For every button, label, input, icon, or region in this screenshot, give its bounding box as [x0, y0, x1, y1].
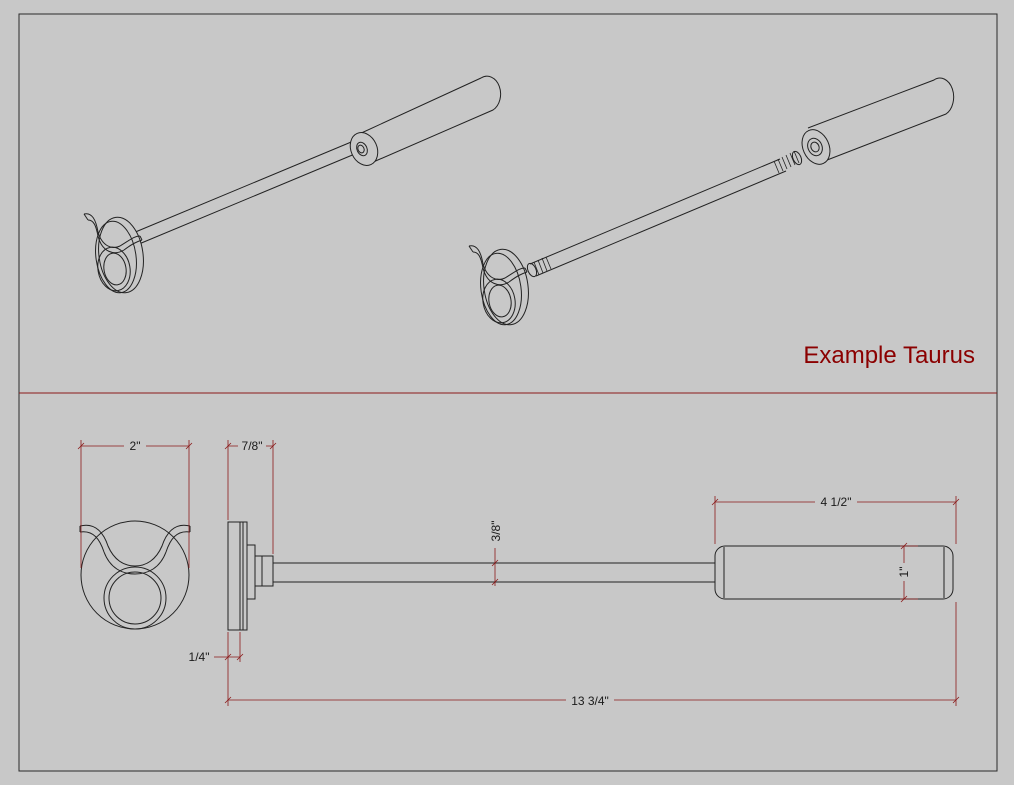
dim-overall-length: 13 3/4": [571, 694, 609, 708]
iso-exploded-brand: [468, 77, 955, 326]
dim-emblem-width: 2": [130, 439, 141, 453]
drawing-title: Example Taurus: [803, 342, 975, 369]
brand-side-view: [227, 521, 954, 631]
iso-assembled-brand: [83, 75, 502, 294]
emblem-front-view: [79, 520, 191, 630]
dim-rod-diameter: 3/8": [489, 521, 503, 542]
dim-plate-depth: 7/8": [242, 439, 263, 453]
dim-handle-length: 4 1/2": [821, 495, 852, 509]
dim-handle-diameter: 1": [897, 567, 911, 578]
dimension-labels: 2" 7/8" 1/4" 3/8" 4 1/2" 1" 13 3/4": [124, 438, 912, 708]
dim-plate-thickness: 1/4": [189, 650, 210, 664]
